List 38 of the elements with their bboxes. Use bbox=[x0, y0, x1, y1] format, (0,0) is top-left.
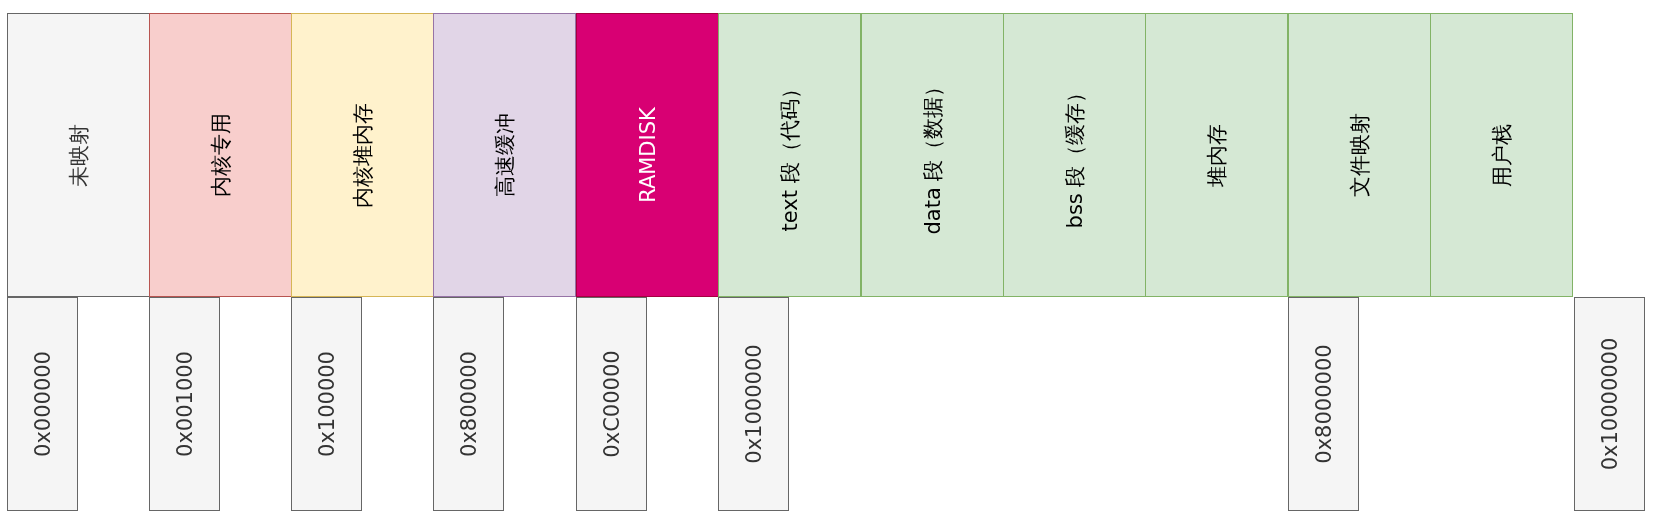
memory-segment bbox=[1145, 13, 1288, 297]
segment-label: bss 段（缓存） bbox=[1061, 81, 1088, 229]
address-label: 0x800000 bbox=[456, 351, 481, 457]
segment-label: 内核堆内存 bbox=[349, 102, 376, 208]
segment-label: 文件映射 bbox=[1346, 113, 1373, 197]
address-box bbox=[433, 297, 504, 511]
address-label: 0x100000 bbox=[314, 351, 339, 457]
segment-label: 内核专用 bbox=[207, 113, 234, 197]
address-label: 0xC00000 bbox=[599, 350, 624, 458]
address-box bbox=[7, 297, 78, 511]
address-box bbox=[718, 297, 789, 511]
segment-label: 未映射 bbox=[65, 123, 92, 187]
segment-label: data 段（数据） bbox=[919, 75, 946, 235]
segment-label: 用户栈 bbox=[1488, 123, 1515, 187]
address-label: 0x8000000 bbox=[1311, 344, 1336, 464]
memory-segment bbox=[291, 13, 434, 297]
memory-segment bbox=[1288, 13, 1431, 297]
memory-segment bbox=[718, 13, 861, 297]
address-label: 0x000000 bbox=[30, 351, 55, 457]
segment-label: 高速缓冲 bbox=[491, 113, 518, 197]
memory-segment bbox=[1003, 13, 1146, 297]
address-box bbox=[1574, 297, 1645, 511]
address-box bbox=[291, 297, 362, 511]
memory-segment bbox=[576, 13, 719, 297]
address-label: 0x10000000 bbox=[1597, 337, 1622, 471]
memory-segment bbox=[433, 13, 576, 297]
segment-label: text 段（代码） bbox=[776, 78, 803, 232]
memory-segment bbox=[1430, 13, 1573, 297]
address-label: 0x001000 bbox=[172, 351, 197, 457]
segment-label: 堆内存 bbox=[1203, 123, 1230, 187]
segment-label: RAMDISK bbox=[635, 107, 660, 203]
address-box bbox=[1288, 297, 1359, 511]
memory-segment bbox=[861, 13, 1004, 297]
address-box bbox=[576, 297, 647, 511]
memory-segment bbox=[7, 13, 150, 297]
address-label: 0x1000000 bbox=[741, 344, 766, 464]
memory-segment bbox=[149, 13, 292, 297]
address-box bbox=[149, 297, 220, 511]
